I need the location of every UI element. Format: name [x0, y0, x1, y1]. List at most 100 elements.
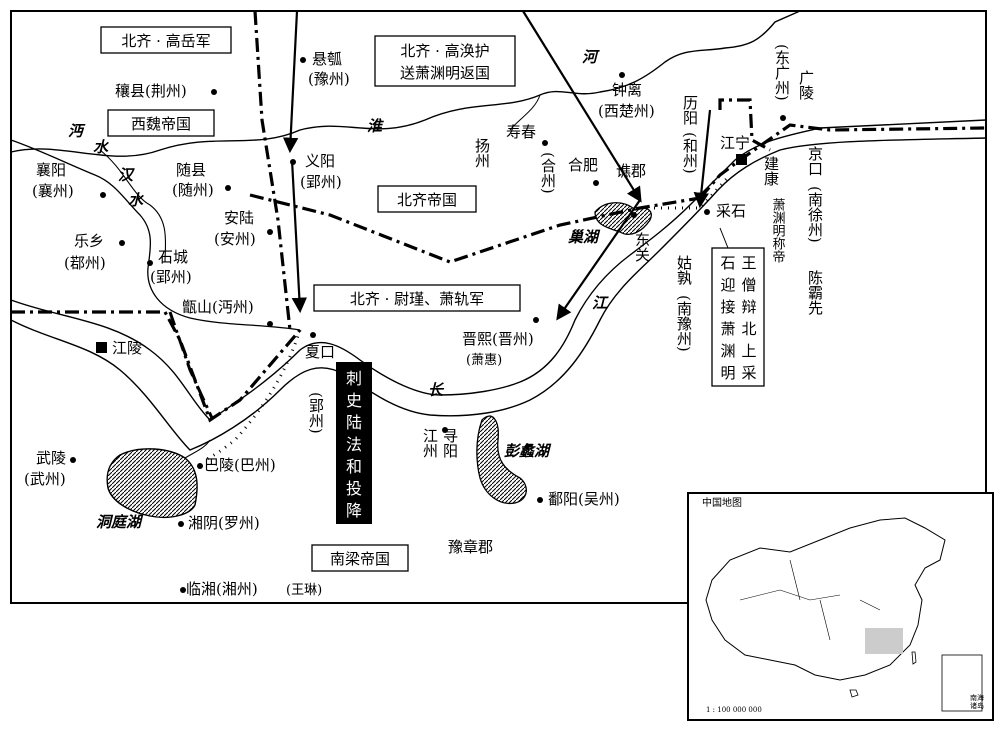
gao-yue-box — [100, 26, 232, 54]
label-shicheng: 石城 — [158, 248, 188, 266]
water-shui-1: 水 — [93, 138, 109, 156]
han-river — [10, 139, 301, 331]
label-xiangyang: 襄阳 — [36, 161, 66, 179]
svg-text:和: 和 — [346, 457, 362, 476]
label-jingkou: 京口 — [806, 146, 824, 176]
label-zhongli: 钟离 — [612, 81, 642, 99]
svg-text:迎: 迎 — [720, 276, 735, 294]
label-yangzhou: 扬州 — [473, 138, 491, 168]
south-liang-box — [311, 544, 409, 572]
label-guangling: 广陵 — [797, 70, 815, 100]
label-jiangning: 江宁 — [720, 134, 750, 152]
south-sea-inset — [941, 654, 983, 712]
north-qi-box — [377, 185, 477, 213]
label-anzhou: (安州) — [214, 230, 256, 248]
hainan-island — [849, 689, 859, 698]
gao-huan-label-2: 送萧渊明返国 — [400, 64, 490, 82]
label-liyang: 历阳 — [681, 95, 699, 125]
china-inner-lines — [739, 559, 881, 641]
label-jiangling: 江陵 — [112, 339, 142, 357]
jiankang-capital-marker — [736, 154, 747, 165]
yangtze-south-bank — [10, 137, 987, 451]
water-huai: 淮 — [367, 117, 384, 135]
west-wei-label: 西魏帝国 — [131, 115, 191, 133]
label-yuzhang: 豫章郡 — [448, 538, 493, 556]
water-chaohu: 巢湖 — [567, 228, 601, 246]
svg-text:刺: 刺 — [346, 369, 362, 388]
label-gushu: 姑孰 — [675, 255, 693, 286]
water-mian: 沔 — [68, 122, 86, 140]
campaign-arrows — [282, 10, 712, 321]
label-jiangzhou: 江州 — [421, 428, 439, 458]
label-yiyang: 义阳 — [305, 152, 335, 170]
water-han: 汉 — [118, 166, 135, 184]
label-yingzhou-shicheng: (郢州) — [150, 268, 192, 286]
label-lexiang: 乐乡 — [74, 232, 104, 250]
water-jiang: 江 — [592, 294, 609, 312]
label-hezhou-hefei: (合州) — [539, 152, 557, 194]
huai-river — [10, 10, 801, 157]
label-dongguan: 东关 — [633, 232, 651, 262]
water-dongting: 洞庭湖 — [96, 513, 144, 531]
label-yuzhou: (豫州) — [308, 70, 350, 88]
study-area-highlight — [865, 628, 903, 654]
label-xuanhu: 悬瓠 — [312, 50, 342, 68]
label-linxiang: 临湘(湘州) — [186, 580, 258, 598]
south-liang-label: 南梁帝国 — [330, 550, 390, 568]
huai-tributary — [509, 94, 541, 131]
chao-lake — [594, 202, 652, 235]
svg-text:降: 降 — [346, 501, 362, 520]
label-poyang: 鄱阳(吴州) — [548, 490, 620, 508]
label-xiakou: 夏口 — [305, 343, 335, 361]
label-xunyang: 寻阳 — [441, 428, 459, 458]
north-south-border — [11, 10, 987, 423]
wei-jin-box — [313, 284, 521, 312]
dongting-lake — [106, 448, 198, 519]
label-hezhou-liyang: (和州) — [681, 132, 699, 174]
label-wuling: 武陵 — [36, 449, 66, 467]
water-chang: 长 — [428, 381, 445, 399]
label-qiaojun: 谯郡 — [616, 162, 646, 180]
wang-sengbian-box — [711, 247, 765, 387]
south-sea-label-1: 南海 — [970, 693, 984, 702]
label-xichuzhou: (西楚州) — [598, 102, 655, 120]
inset-title: 中国地图 — [702, 496, 742, 509]
yangtze-north-bank — [10, 119, 987, 421]
label-shouchun: 寿春 — [506, 123, 536, 141]
surrender-banner — [336, 362, 372, 524]
svg-text:采: 采 — [741, 364, 756, 382]
svg-text:接: 接 — [720, 298, 735, 316]
label-wang-lin: (王琳) — [286, 583, 322, 598]
north-qi-label: 北齐帝国 — [397, 191, 457, 209]
svg-text:陆: 陆 — [346, 413, 362, 432]
south-sea-label-2: 诸岛 — [970, 701, 984, 710]
label-caishi: 采石 — [716, 202, 746, 220]
label-suizhou: (随州) — [172, 181, 214, 199]
gao-yue-label: 北齐 · 高岳军 — [121, 32, 210, 50]
svg-text:史: 史 — [346, 391, 362, 410]
svg-text:石: 石 — [720, 254, 735, 272]
label-dongguangzhou: (东广州) — [773, 44, 791, 101]
west-wei-east-border — [168, 311, 214, 419]
label-anlu: 安陆 — [224, 209, 254, 227]
svg-text:渊: 渊 — [720, 342, 735, 360]
han-river-bank — [99, 149, 167, 263]
label-wuzhou: (武州) — [24, 470, 66, 488]
caishi-pointer — [719, 227, 729, 249]
label-xiaohui: (萧惠) — [466, 353, 502, 368]
label-nanxuzhou: (南徐州) — [806, 186, 824, 243]
label-jinxi: 晋熙(晋州) — [462, 330, 534, 348]
label-xiangzhou: (襄州) — [32, 182, 74, 200]
gao-huan-label-1: 北齐 · 高涣护 — [400, 42, 489, 60]
label-xiao-yuanming: 萧渊明称帝 — [770, 198, 786, 263]
svg-text:投: 投 — [346, 479, 362, 498]
taiwan-island — [911, 651, 917, 665]
surrender-text: 刺 史 陆 法 和 投 降 — [346, 369, 362, 520]
label-nanyuzhou: (南豫州) — [675, 295, 693, 352]
svg-text:王: 王 — [741, 254, 756, 272]
label-hefei: 合肥 — [568, 156, 598, 174]
water-he: 河 — [582, 48, 600, 66]
svg-text:明: 明 — [720, 364, 735, 382]
label-zhenshan: 甑山(沔州) — [182, 298, 254, 316]
